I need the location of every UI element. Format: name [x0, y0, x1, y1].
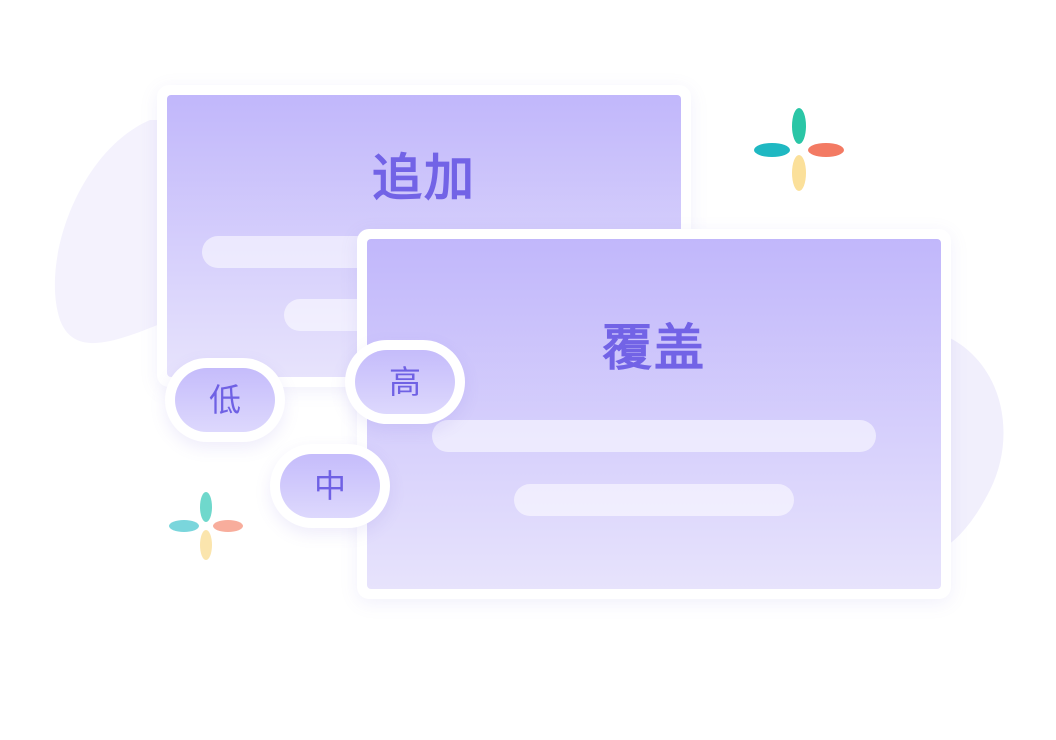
priority-chip-medium: 中 — [270, 444, 390, 528]
priority-chip-low-inner: 低 — [175, 368, 275, 432]
overwrite-card-panel: 覆盖 — [367, 239, 941, 589]
priority-chip-label: 低 — [208, 381, 241, 419]
priority-chip-low: 低 — [165, 358, 285, 442]
append-card-title: 追加 — [372, 149, 476, 207]
sparkle-icon — [169, 492, 243, 560]
priority-chip-label: 高 — [388, 363, 421, 401]
priority-chip-high-inner: 高 — [355, 350, 455, 414]
overwrite-card-line-short — [514, 484, 794, 516]
overwrite-card-line-long — [432, 420, 876, 452]
overwrite-card-title: 覆盖 — [602, 319, 706, 377]
priority-chip-medium-inner: 中 — [280, 454, 380, 518]
overwrite-card: 覆盖 — [357, 229, 951, 599]
sparkle-icon — [754, 108, 844, 191]
priority-chip-high: 高 — [345, 340, 465, 424]
priority-chip-label: 中 — [313, 467, 346, 505]
